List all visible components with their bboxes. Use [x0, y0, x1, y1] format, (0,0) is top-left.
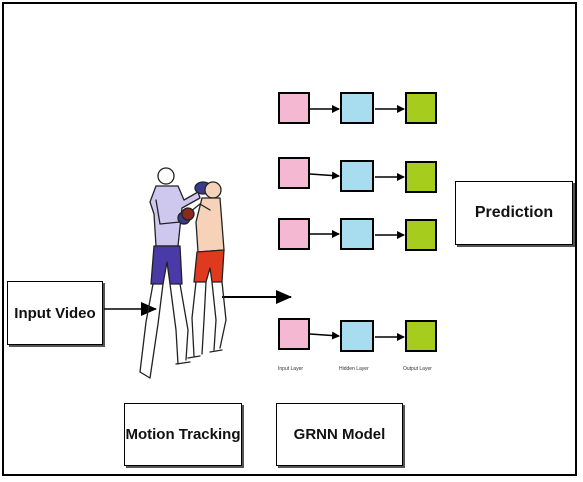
- hidden-node: [340, 218, 374, 250]
- hidden-node: [340, 92, 374, 124]
- boxer-red: [181, 181, 227, 359]
- grnn-model-label: GRNN Model: [293, 426, 386, 443]
- input-node: [278, 157, 310, 189]
- input-video-label: Input Video: [14, 304, 96, 322]
- arrow-r4-a: [309, 331, 340, 340]
- motion-tracking-box: Motion Tracking: [124, 403, 242, 466]
- output-node: [405, 320, 437, 352]
- output-node: [405, 92, 437, 124]
- hidden-node: [340, 160, 374, 192]
- output-layer-label: Output Layer: [403, 366, 432, 372]
- arrow-r2-a: [309, 171, 340, 180]
- input-node: [278, 318, 310, 350]
- input-video-box: Input Video: [7, 281, 103, 345]
- input-layer-label: Input Layer: [278, 366, 304, 372]
- grnn-model-box: GRNN Model: [276, 403, 403, 466]
- output-node: [405, 161, 437, 193]
- input-node: [278, 218, 310, 250]
- boxers-illustration: [139, 167, 227, 379]
- input-node: [278, 92, 310, 124]
- prediction-box: Prediction: [455, 181, 573, 245]
- output-node: [405, 219, 437, 251]
- prediction-label: Prediction: [474, 204, 554, 221]
- row-arrows: [309, 105, 405, 341]
- hidden-node: [340, 320, 374, 352]
- motion-tracking-label: Motion Tracking: [125, 426, 241, 443]
- hidden-layer-label: Hidden Layer: [339, 366, 369, 372]
